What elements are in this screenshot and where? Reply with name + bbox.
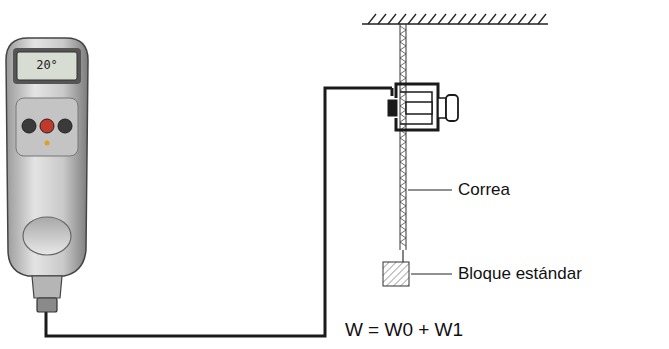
- hatch-stroke: [418, 14, 426, 24]
- cable: [46, 88, 392, 336]
- hatch-stroke: [398, 14, 406, 24]
- hatch-stroke: [448, 14, 456, 24]
- hatch-stroke: [528, 14, 536, 24]
- gauge-neck: [32, 276, 62, 298]
- hatch-stroke: [498, 14, 506, 24]
- clamp-frame: [396, 84, 438, 130]
- clamp-knob: [446, 95, 458, 121]
- cable-connector: [37, 298, 57, 312]
- indicator-led: [45, 141, 50, 146]
- hatch-stroke: [408, 14, 416, 24]
- part-label: Bloque estándar: [458, 264, 582, 284]
- hatch-stroke: [378, 14, 386, 24]
- gauge-body: [6, 38, 88, 276]
- ceiling: [362, 14, 548, 24]
- button: [22, 119, 36, 133]
- clamp-probe: [388, 100, 397, 116]
- belt-zigzag: [400, 26, 406, 246]
- display-reading: 20°: [36, 59, 58, 73]
- hatch-stroke: [508, 14, 516, 24]
- block-string: [402, 250, 403, 262]
- formula: W = W0 + W1: [345, 319, 463, 341]
- hatch-stroke: [468, 14, 476, 24]
- belt: [400, 24, 406, 262]
- hatch-stroke: [388, 14, 396, 24]
- hatch-stroke: [518, 14, 526, 24]
- display-bezel: [13, 48, 81, 84]
- hatch-stroke: [438, 14, 446, 24]
- clamp-screw: [406, 102, 432, 114]
- cable-end: [391, 88, 394, 96]
- clamp-nut: [438, 98, 446, 118]
- lcd-display: [17, 52, 77, 80]
- button: [58, 119, 72, 133]
- standard-block: [383, 262, 409, 286]
- ceiling-hatch: [368, 14, 546, 24]
- thickness-gauge: [6, 38, 88, 312]
- hatch-stroke: [368, 14, 376, 24]
- hatch-stroke: [428, 14, 436, 24]
- clamp: [388, 84, 458, 130]
- belt-texture: [400, 26, 406, 246]
- leader-line: [411, 274, 452, 275]
- belt-edge: [406, 24, 407, 250]
- ceiling-line: [362, 23, 548, 24]
- hatch-stroke: [478, 14, 486, 24]
- hatch-stroke: [538, 14, 546, 24]
- keypad-panel: [16, 98, 78, 156]
- grip-oval: [23, 217, 71, 255]
- leader-line: [408, 190, 452, 191]
- button: [40, 119, 54, 133]
- hatch-stroke: [488, 14, 496, 24]
- clamp-inner: [400, 92, 432, 124]
- hatch-stroke: [458, 14, 466, 24]
- part-label: Correa: [458, 180, 510, 200]
